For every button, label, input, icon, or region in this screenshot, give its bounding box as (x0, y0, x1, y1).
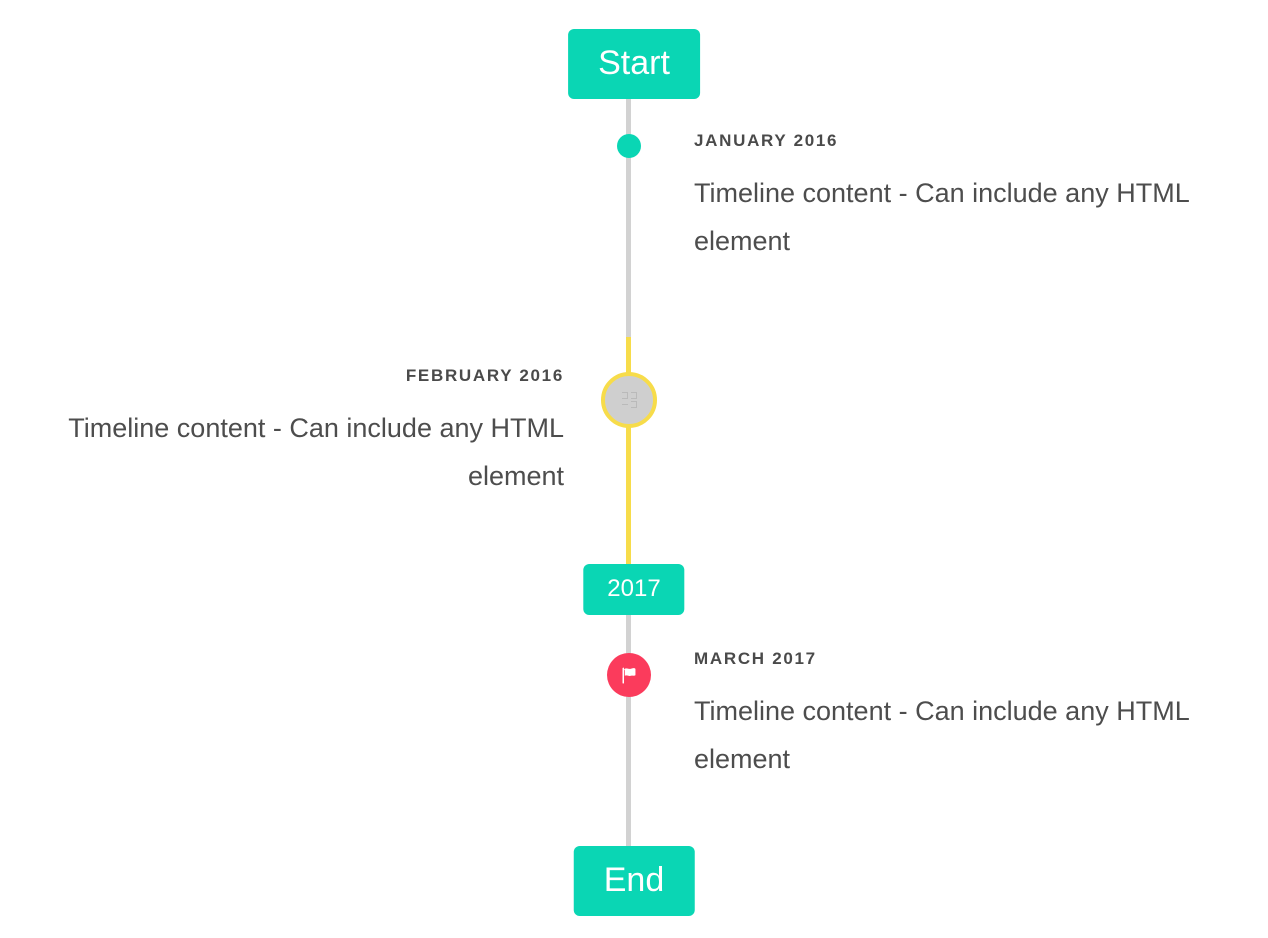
timeline-marker-dot[interactable] (617, 134, 641, 158)
timeline-start-label: Start (598, 44, 670, 82)
timeline-axis-segment-yellow (626, 337, 631, 565)
timeline-marker-ringed[interactable] (601, 372, 657, 428)
timeline-start-badge[interactable]: Start (568, 29, 700, 99)
timeline-entry-january-2016: JANUARY 2016 Timeline content - Can incl… (694, 131, 1234, 265)
timeline-entry-date: MARCH 2017 (694, 649, 817, 668)
timeline-entry-body: Timeline content - Can include any HTML … (68, 413, 564, 492)
timeline-entry-february-2016: FEBRUARY 2016 Timeline content - Can inc… (24, 366, 564, 500)
timeline-end-label: End (603, 861, 665, 899)
timeline-end-badge[interactable]: End (573, 846, 695, 916)
timeline-entry-body: Timeline content - Can include any HTML … (694, 178, 1189, 257)
flag-icon (622, 667, 635, 684)
timeline-axis-segment-gray-top (626, 96, 631, 337)
timeline-year-divider-badge[interactable]: 2017 (583, 564, 685, 615)
timeline-axis-segment-gray-bottom (626, 614, 631, 853)
timeline-entry-body: Timeline content - Can include any HTML … (694, 696, 1189, 775)
timeline-entry-date: JANUARY 2016 (694, 131, 839, 150)
missing-glyph-icon (621, 392, 637, 408)
timeline-year-divider-label: 2017 (607, 575, 661, 602)
timeline-marker-flag[interactable] (607, 653, 651, 697)
timeline-entry-date: FEBRUARY 2016 (405, 366, 564, 385)
timeline-entry-march-2017: MARCH 2017 Timeline content - Can includ… (694, 649, 1234, 783)
